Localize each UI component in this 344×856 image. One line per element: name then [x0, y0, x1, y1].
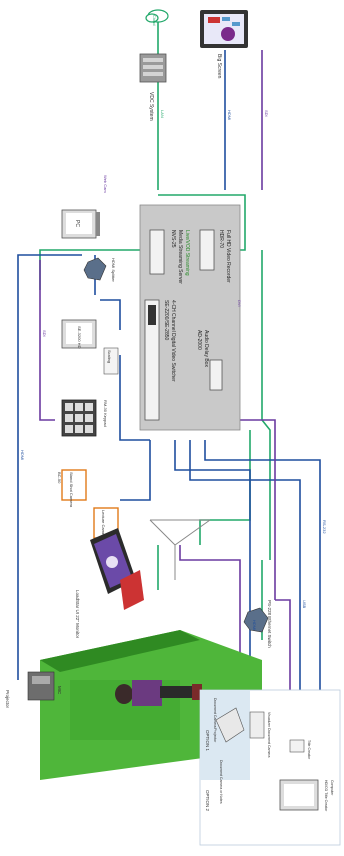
projector-device: Projector MIC	[5, 671, 62, 709]
visualizer: Visualizer Document Camera	[249, 711, 271, 758]
option1-label: OPTION 1	[205, 730, 210, 752]
vdc-system-label: VDC System	[148, 92, 154, 121]
cable-label-hdmi-left: HDMI	[20, 450, 25, 460]
option2-label: OPTION 2	[205, 790, 210, 812]
switcher-desc-label: 4-CH Channel Digital Video Switcher	[170, 300, 176, 382]
hdmi-line-s1	[100, 299, 121, 330]
sdi-line-left	[39, 260, 55, 421]
cable-label-hdmi-mid: HDMI	[252, 620, 257, 630]
lecture-cam-label: Lecture Camera BC-50	[101, 510, 106, 552]
camera-bc-label: BC-50	[57, 472, 62, 484]
presenter-figure	[115, 680, 202, 706]
rack-panel: SE-2200/SE-2850 4-CH Channel Digital Vid…	[139, 204, 241, 431]
big-screen: Big Screen	[200, 10, 248, 79]
recorder-desc-label: Full HD Video Recorder	[225, 230, 231, 283]
scaler-box: Scaling	[103, 347, 119, 375]
web-cam-label: Web Cam	[103, 175, 108, 193]
pc-laptop: PC Web Cam	[61, 175, 108, 239]
audio-desc-label: Audio Delay Box	[203, 330, 209, 367]
hd-cg-computer: HD/CG Title Creator Computer	[279, 779, 334, 812]
hdmi-line-cam	[120, 440, 151, 501]
stand-cam-label: Stand Shot Camera	[69, 472, 74, 508]
sdi-line-b2	[275, 599, 291, 700]
sdi-hd-unit: SE-3200 HD	[61, 319, 97, 349]
title-creator-label: Title Creator	[307, 740, 311, 760]
recorder-model-label: HDR-70	[218, 230, 224, 248]
big-screen-label: Big Screen	[216, 54, 222, 79]
hdmi-splitter: HDMI Splitter	[83, 257, 116, 282]
cable-label-hdmi-top: HDMI	[227, 110, 232, 120]
audio-model-label: AD-2000	[196, 330, 202, 350]
hdmi-line-down3	[204, 440, 321, 745]
cable-label-dvi: DVI	[237, 300, 242, 307]
video-switcher	[144, 299, 160, 421]
switcher-model-label: SE-2200/SE-2850	[163, 300, 169, 341]
lan-line-right2	[199, 430, 251, 545]
ptz-tripod	[149, 519, 211, 580]
cable-label-usb: USB	[302, 600, 307, 609]
monitor-display: LoadStar UI 22" Monitor	[75, 528, 144, 639]
audio-delay-box	[209, 359, 223, 391]
streaming-sub-label: Live/VOD Streaming	[184, 230, 190, 276]
doc-display-label: Document Camera or Notes	[219, 760, 223, 804]
cloud-icon: Cloud	[145, 9, 169, 25]
ptz-switch-label: PS-228 Ethernet Switch	[267, 600, 272, 648]
cable-label-rs: RS-232	[322, 520, 327, 534]
doc-camera-label: Document Camera/Projector	[213, 698, 217, 743]
loadstar-label: LoadStar UI 22" Monitor	[75, 590, 80, 639]
cable-labels: LAN HDMI SDI HDMI SDI DVI RS-232 USB HDM…	[20, 110, 327, 630]
cable-label-sdi-left: SDI	[42, 330, 47, 337]
sdi-line-bottom	[179, 545, 241, 690]
projector-label: Projector	[5, 690, 10, 709]
hdmi-line-down2	[189, 440, 301, 720]
cable-lines	[17, 22, 321, 780]
hdmi-line-s2	[119, 355, 150, 441]
cloud-label: Cloud	[152, 15, 157, 25]
streaming-server	[149, 229, 165, 275]
hd-cg-label: HD/CG Title Creator	[324, 780, 328, 812]
lecture-camera: Lecture Camera BC-50	[93, 507, 119, 552]
hdmi-line-down1	[174, 440, 251, 720]
remote-keypad: RM-30 Keypad	[61, 399, 108, 437]
ptz-switch-device	[243, 607, 269, 633]
video-recorder	[199, 229, 215, 271]
stand-shot-camera: Stand Shot Camera BC-50	[57, 469, 87, 508]
lan-line-right	[261, 250, 271, 560]
document-camera: Document Camera/Projector Document Camer…	[213, 698, 245, 804]
sdi-hd-label: SE-3200 HD	[77, 326, 82, 349]
mic-label: MIC	[57, 686, 62, 695]
streaming-desc-label: Media Streaming Server	[177, 230, 183, 284]
visualizer-label: Visualizer Document Camera	[267, 712, 271, 758]
options-panel: OPTION 1 OPTION 2 Document Camera/Projec…	[199, 689, 341, 846]
hdmi-line-projector	[17, 254, 60, 680]
scaler-label: Scaling	[107, 350, 112, 363]
keypad-label: RM-30 Keypad	[103, 400, 108, 427]
pc-label: PC	[74, 220, 80, 227]
title-creator: Title Creator	[289, 739, 311, 760]
cable-label-lan-top: LAN	[160, 110, 165, 118]
vdc-system: VDC System	[139, 53, 167, 121]
hd-cg-sub-label: Computer	[330, 780, 334, 796]
streaming-model-label: NVS-25	[170, 230, 176, 248]
hdmi-splitter-label: HDMI Splitter	[111, 258, 116, 282]
cable-label-sdi-top: SDI	[264, 110, 269, 117]
